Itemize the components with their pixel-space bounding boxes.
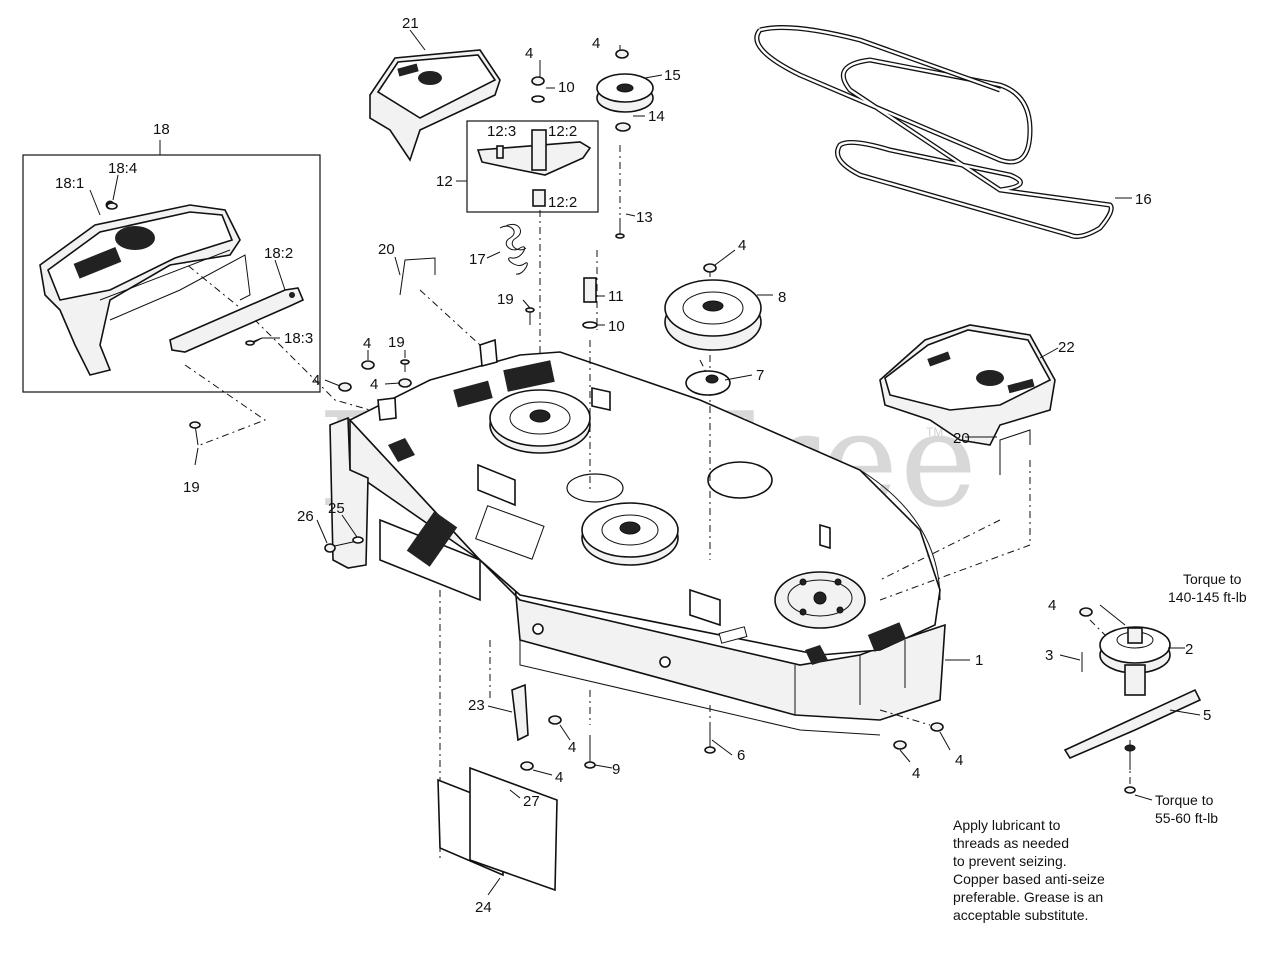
callout-14: 14: [648, 108, 665, 125]
detail-box-12: [466, 120, 599, 213]
callout-19: 19: [497, 291, 514, 308]
callout-27: 27: [523, 793, 540, 810]
callout-11: 11: [608, 288, 624, 305]
discharge-chute-cover: [39, 200, 251, 376]
callout-4: 4: [370, 376, 378, 393]
callout-10: 10: [608, 318, 625, 335]
svg-text:Torque to: Torque to: [1183, 571, 1242, 587]
callout-4: 4: [955, 752, 963, 769]
callout-22: 22: [1058, 339, 1075, 356]
callout-4: 4: [363, 335, 371, 352]
callout-4: 4: [912, 765, 920, 782]
callout-10: 10: [558, 79, 575, 96]
callout-12: 12: [436, 173, 453, 190]
callout-4: 4: [1048, 597, 1056, 614]
svg-text:threads as needed: threads as needed: [953, 835, 1069, 851]
svg-text:140-145 ft-lb: 140-145 ft-lb: [1168, 589, 1247, 605]
callout-12-2: 12:2: [548, 194, 577, 211]
callout-25: 25: [328, 500, 345, 517]
svg-text:Copper based anti-seize: Copper based anti-seize: [953, 871, 1105, 887]
pulley-8: [664, 279, 762, 351]
lubricant-note: Apply lubricant to threads as needed to …: [953, 817, 1105, 923]
callout-4: 4: [592, 35, 600, 52]
callout-20: 20: [378, 241, 395, 258]
mower-deck-shell: [329, 338, 946, 736]
svg-text:to prevent seizing.: to prevent seizing.: [953, 853, 1067, 869]
belt-cover-right: [879, 324, 1056, 446]
callout-5: 5: [1203, 707, 1211, 724]
watermark-trademark: TM: [926, 425, 943, 439]
leader-lines: [89, 29, 1201, 896]
callout-15: 15: [664, 67, 681, 84]
callout-12-2: 12:2: [548, 123, 577, 140]
callout-7: 7: [756, 367, 764, 384]
callout-1: 1: [975, 652, 983, 669]
drive-belt: [754, 25, 1114, 239]
callout-13: 13: [636, 209, 653, 226]
callout-4: 4: [568, 739, 576, 756]
hardware: [106, 49, 1093, 892]
callout-labels: 1 2 3 4 4 4 4 4 4 4 4 4 4 4 5 6 7 8 9 10…: [55, 15, 1211, 916]
callout-4: 4: [312, 372, 320, 389]
callout-9: 9: [612, 761, 620, 778]
idler-pulley-7: [685, 370, 731, 396]
spindle-assembly: [1063, 626, 1202, 794]
svg-text:Apply lubricant to: Apply lubricant to: [953, 817, 1061, 833]
callout-16: 16: [1135, 191, 1152, 208]
detail-box-18: [22, 154, 321, 393]
belt-cover-left: [369, 49, 501, 162]
callout-19: 19: [183, 479, 200, 496]
svg-text:acceptable substitute.: acceptable substitute.: [953, 907, 1088, 923]
idler-arm-bushing: [531, 129, 547, 171]
callout-3: 3: [1045, 647, 1053, 664]
callout-18-1: 18:1: [55, 175, 84, 192]
callout-18-3: 18:3: [284, 330, 313, 347]
callout-18-4: 18:4: [108, 160, 137, 177]
assembly-guide-lines: [174, 145, 1131, 860]
callout-8: 8: [778, 289, 786, 306]
callout-23: 23: [468, 697, 485, 714]
chute-bracket: [169, 287, 305, 353]
callout-18-2: 18:2: [264, 245, 293, 262]
callout-2: 2: [1185, 641, 1193, 658]
callout-21: 21: [402, 15, 419, 32]
svg-text:Torque to: Torque to: [1155, 792, 1214, 808]
svg-text:preferable. Grease is an: preferable. Grease is an: [953, 889, 1103, 905]
callout-24: 24: [475, 899, 492, 916]
callout-4: 4: [738, 237, 746, 254]
callout-19: 19: [388, 334, 405, 351]
callout-4: 4: [555, 769, 563, 786]
callout-18: 18: [153, 121, 170, 138]
idler-spring: [499, 224, 528, 275]
callout-4: 4: [525, 45, 533, 62]
callout-12-3: 12:3: [487, 123, 516, 140]
torque-note-spindle: Torque to 140-145 ft-lb: [1168, 571, 1247, 605]
pulley-15: [596, 73, 654, 113]
svg-text:55-60 ft-lb: 55-60 ft-lb: [1155, 810, 1218, 826]
callout-17: 17: [469, 251, 486, 268]
torque-note-blade-bolt: Torque to 55-60 ft-lb: [1155, 792, 1218, 826]
callout-20: 20: [953, 430, 970, 447]
callout-26: 26: [297, 508, 314, 525]
callout-6: 6: [737, 747, 745, 764]
